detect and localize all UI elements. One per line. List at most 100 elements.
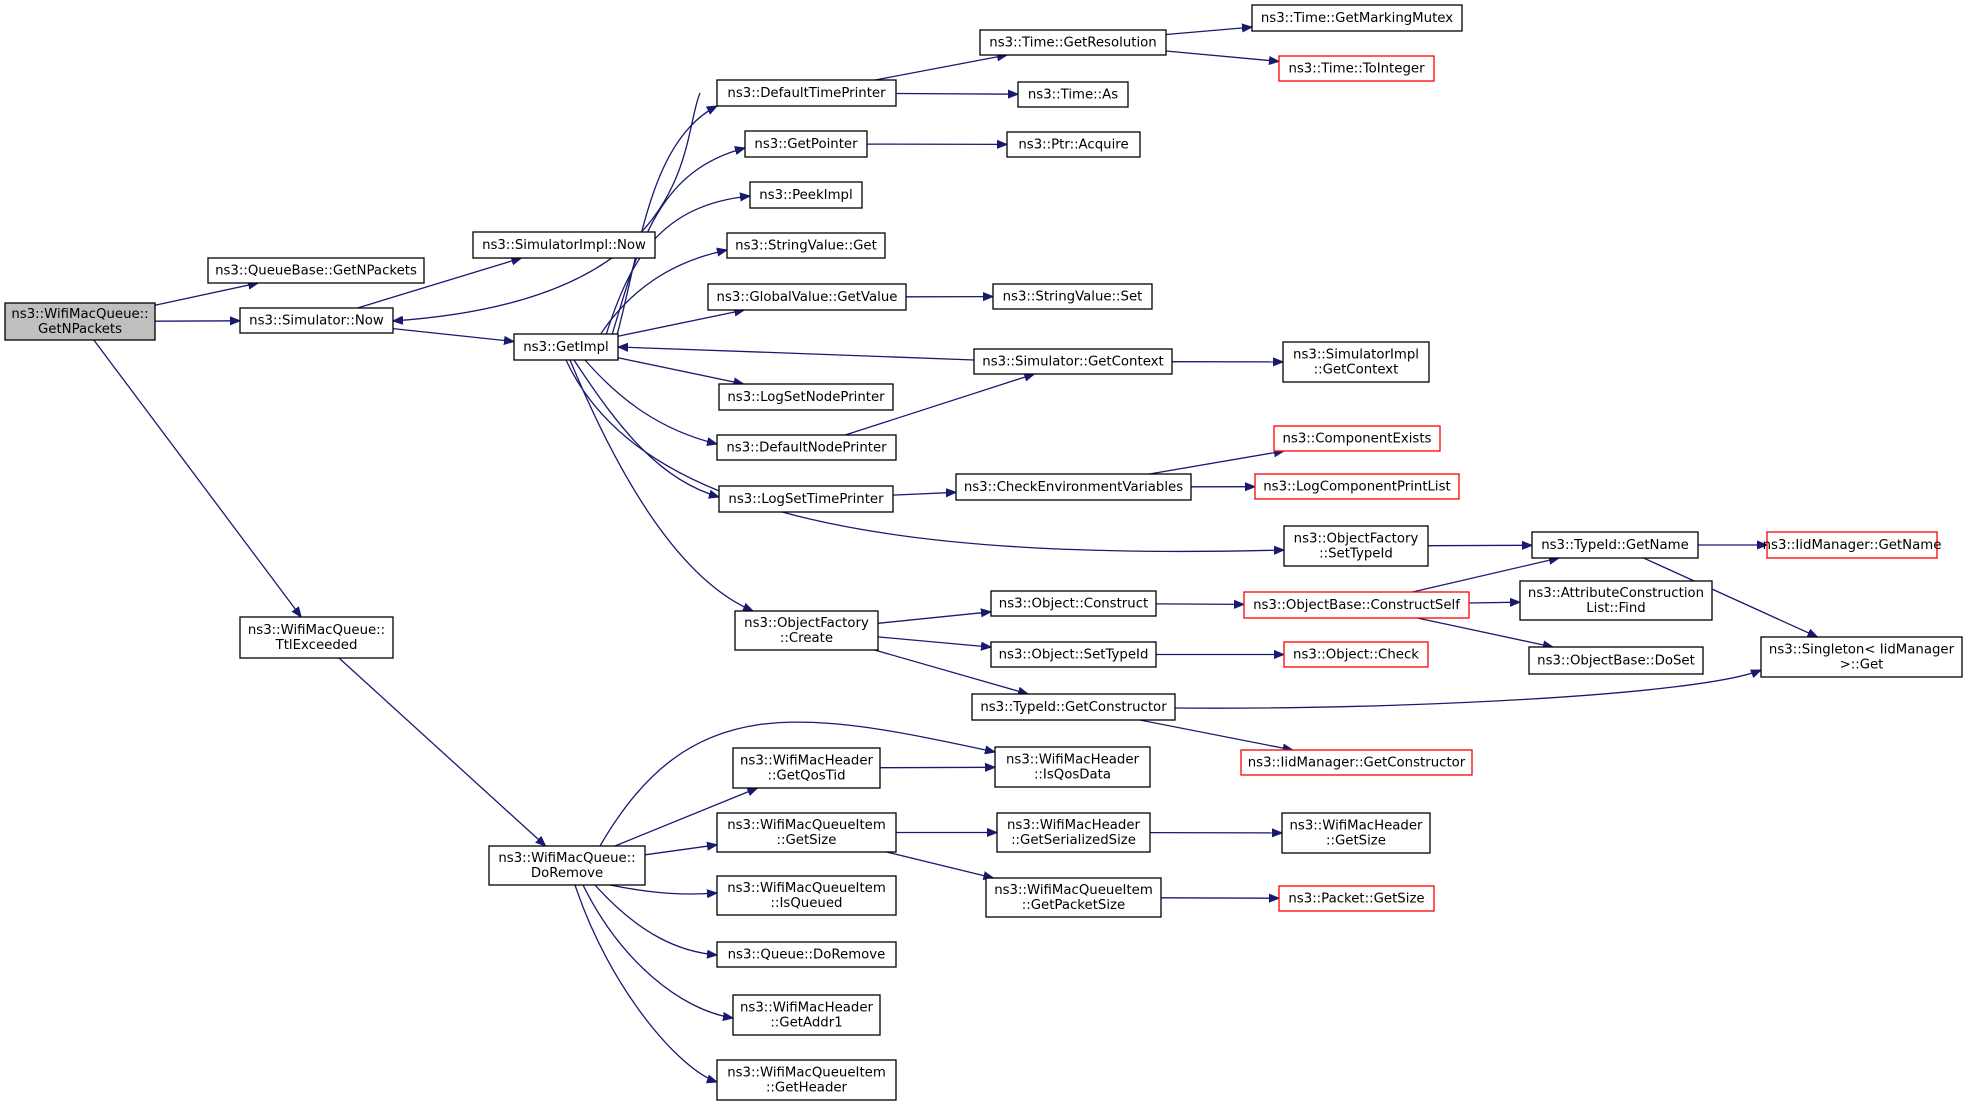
- node-ns3-logcomponentprintlist[interactable]: ns3::LogComponentPrintList: [1254, 473, 1460, 500]
- node-label: ns3::WifiMacHeader: [1289, 819, 1423, 834]
- node-box: [1006, 131, 1141, 158]
- node-ns3-peekimpl[interactable]: ns3::PeekImpl: [749, 181, 863, 209]
- node-label: ::GetSize: [777, 833, 837, 848]
- node-label: ::GetAddr1: [770, 1016, 842, 1031]
- edge-n7-n23: [895, 94, 1018, 95]
- node-ns3-globalvalue-getvalue[interactable]: ns3::GlobalValue::GetValue: [707, 283, 907, 311]
- node-label: ns3::WifiMacQueue::: [248, 623, 385, 638]
- node-ns3-defaultnodeprinter[interactable]: ns3::DefaultNodePrinter: [716, 434, 897, 461]
- node-ns3-wifimacheader-getsize[interactable]: ns3::WifiMacHeader::GetSize: [1281, 812, 1431, 854]
- node-label: ns3::ObjectBase::ConstructSelf: [1253, 598, 1460, 613]
- node-box: [1528, 646, 1704, 675]
- node-ns3-simulator-now[interactable]: ns3::Simulator::Now: [239, 307, 394, 334]
- node-box: [971, 693, 1176, 721]
- node-ns3-typeid-getconstructor[interactable]: ns3::TypeId::GetConstructor: [971, 693, 1176, 721]
- node-ns3-simulatorimpl-now[interactable]: ns3::SimulatorImpl::Now: [472, 231, 656, 259]
- edge-n5-n2: [393, 92, 701, 321]
- node-ns3-componentexists[interactable]: ns3::ComponentExists: [1273, 425, 1441, 452]
- node-label: ns3::Time::ToInteger: [1288, 62, 1425, 77]
- node-label: ns3::WifiMacQueueItem: [727, 818, 886, 833]
- edge-n6-n16: [614, 787, 758, 847]
- node-label: ns3::LogSetTimePrinter: [728, 492, 884, 507]
- node-label: ns3::WifiMacQueueItem: [727, 1066, 886, 1081]
- node-ns3-typeid-getname[interactable]: ns3::TypeId::GetName: [1531, 531, 1699, 559]
- node-label: ns3::Time::As: [1028, 88, 1118, 103]
- node-ns3-queuebase-getnpackets[interactable]: ns3::QueueBase::GetNPackets: [207, 257, 425, 284]
- node-label: ns3::CheckEnvironmentVariables: [964, 480, 1183, 495]
- node-ns3-object-check[interactable]: ns3::Object::Check: [1283, 641, 1429, 668]
- node-ns3-wifimacqueueitem-getpacketsize[interactable]: ns3::WifiMacQueueItem::GetPacketSize: [985, 877, 1162, 918]
- node-label: ::GetPacketSize: [1022, 898, 1125, 913]
- node-ns3-object-settypeid[interactable]: ns3::Object::SetTypeId: [990, 641, 1157, 668]
- node-label: GetNPackets: [38, 322, 122, 337]
- node-ns3-wifimacqueue-getnpackets[interactable]: ns3::WifiMacQueue::GetNPackets: [4, 302, 156, 341]
- node-ns3-getimpl[interactable]: ns3::GetImpl: [513, 333, 619, 361]
- node-ns3-stringvalue-get[interactable]: ns3::StringValue::Get: [726, 232, 886, 259]
- node-ns3-iidmanager-getconstructor[interactable]: ns3::IidManager::GetConstructor: [1240, 749, 1473, 776]
- node-ns3-wifimacheader-getserializedsize[interactable]: ns3::WifiMacHeader::GetSerializedSize: [996, 812, 1151, 853]
- node-label: ns3::IidManager::GetName: [1763, 538, 1942, 553]
- node-ns3-stringvalue-set[interactable]: ns3::StringValue::Set: [992, 283, 1153, 310]
- node-ns3-time-getresolution[interactable]: ns3::Time::GetResolution: [979, 29, 1167, 56]
- node-label: ::GetQosTid: [767, 769, 845, 784]
- node-ns3-wifimacheader-getqostid[interactable]: ns3::WifiMacHeader::GetQosTid: [732, 747, 881, 789]
- node-ns3-objectfactory-settypeid[interactable]: ns3::ObjectFactory::SetTypeId: [1283, 525, 1429, 567]
- node-ns3-wifimacqueueitem-isqueued[interactable]: ns3::WifiMacQueueItem::IsQueued: [716, 875, 897, 916]
- node-ns3-wifimacqueue-ttlexceeded[interactable]: ns3::WifiMacQueue::TtlExceeded: [239, 616, 394, 659]
- node-ns3-simulator-getcontext[interactable]: ns3::Simulator::GetContext: [973, 348, 1173, 375]
- node-ns3-time-getmarkingmutex[interactable]: ns3::Time::GetMarkingMutex: [1251, 4, 1463, 32]
- node-box: [207, 257, 425, 284]
- node-ns3-ptr-acquire[interactable]: ns3::Ptr::Acquire: [1006, 131, 1141, 158]
- node-ns3-getpointer[interactable]: ns3::GetPointer: [744, 130, 868, 158]
- node-ns3-queue-doremove[interactable]: ns3::Queue::DoRemove: [716, 941, 897, 968]
- node-box: [1251, 4, 1463, 32]
- node-ns3-objectbase-constructself[interactable]: ns3::ObjectBase::ConstructSelf: [1243, 591, 1470, 619]
- node-ns3-simulatorimpl-getcontext[interactable]: ns3::SimulatorImpl::GetContext: [1282, 341, 1430, 383]
- node-box: [716, 1059, 897, 1101]
- node-ns3-object-construct[interactable]: ns3::Object::Construct: [990, 590, 1157, 617]
- edge-n31-n42: [1139, 719, 1293, 750]
- node-box: [1760, 636, 1963, 678]
- node-ns3-checkenvironmentvariables[interactable]: ns3::CheckEnvironmentVariables: [955, 473, 1192, 501]
- node-ns3-objectfactory-create[interactable]: ns3::ObjectFactory::Create: [734, 610, 879, 651]
- node-label: ::IsQueued: [771, 896, 843, 911]
- node-label: >::Get: [1840, 658, 1884, 673]
- node-ns3-wifimacheader-getaddr1[interactable]: ns3::WifiMacHeader::GetAddr1: [732, 994, 881, 1036]
- edge-n5-n28: [565, 359, 1284, 551]
- node-box: [718, 383, 894, 411]
- node-ns3-wifimacheader-isqosdata[interactable]: ns3::WifiMacHeader::IsQosData: [994, 746, 1151, 788]
- node-label: TtlExceeded: [275, 638, 358, 653]
- edge-n5-n8: [611, 148, 745, 336]
- node-box: [716, 941, 897, 968]
- node-label: ns3::TypeId::GetConstructor: [980, 700, 1167, 715]
- node-ns3-time-tointeger[interactable]: ns3::Time::ToInteger: [1278, 55, 1435, 82]
- node-label: ns3::ComponentExists: [1282, 432, 1431, 447]
- node-label: ns3::Singleton< IidManager: [1769, 643, 1955, 658]
- node-box: [1282, 341, 1430, 383]
- node-label: ns3::WifiMacQueue::: [498, 851, 635, 866]
- node-ns3-objectbase-doset[interactable]: ns3::ObjectBase::DoSet: [1528, 646, 1704, 675]
- edge-n40-n47: [1417, 617, 1553, 647]
- node-ns3-defaulttimeprinter[interactable]: ns3::DefaultTimePrinter: [716, 79, 897, 107]
- edge-n5-n7: [616, 106, 717, 336]
- node-label: ns3::QueueBase::GetNPackets: [215, 264, 417, 279]
- edge-n22-n36: [1165, 50, 1279, 61]
- node-ns3-packet-getsize[interactable]: ns3::Packet::GetSize: [1278, 885, 1435, 912]
- node-ns3-logsetnodeprinter[interactable]: ns3::LogSetNodePrinter: [718, 383, 894, 411]
- node-ns3-iidmanager-getname[interactable]: ns3::IidManager::GetName: [1763, 531, 1942, 559]
- node-box: [990, 590, 1157, 617]
- edge-n6-n21: [574, 884, 717, 1082]
- node-ns3-wifimacqueue-doremove[interactable]: ns3::WifiMacQueue::DoRemove: [488, 845, 646, 886]
- node-ns3-time-as[interactable]: ns3::Time::As: [1017, 81, 1129, 108]
- node-ns3-singleton-iidmanager-get[interactable]: ns3::Singleton< IidManager>::Get: [1760, 636, 1963, 678]
- node-ns3-wifimacqueueitem-getheader[interactable]: ns3::WifiMacQueueItem::GetHeader: [716, 1059, 897, 1101]
- node-label: ns3::ObjectFactory: [1294, 532, 1419, 547]
- node-box: [239, 616, 394, 659]
- edge-n5-n14: [573, 359, 719, 497]
- node-ns3-wifimacqueueitem-getsize[interactable]: ns3::WifiMacQueueItem::GetSize: [716, 812, 897, 853]
- edge-n6-n19: [594, 884, 717, 955]
- node-ns3-logsettimeprinter[interactable]: ns3::LogSetTimePrinter: [718, 485, 894, 513]
- node-box: [1243, 591, 1470, 619]
- node-box: [707, 283, 907, 311]
